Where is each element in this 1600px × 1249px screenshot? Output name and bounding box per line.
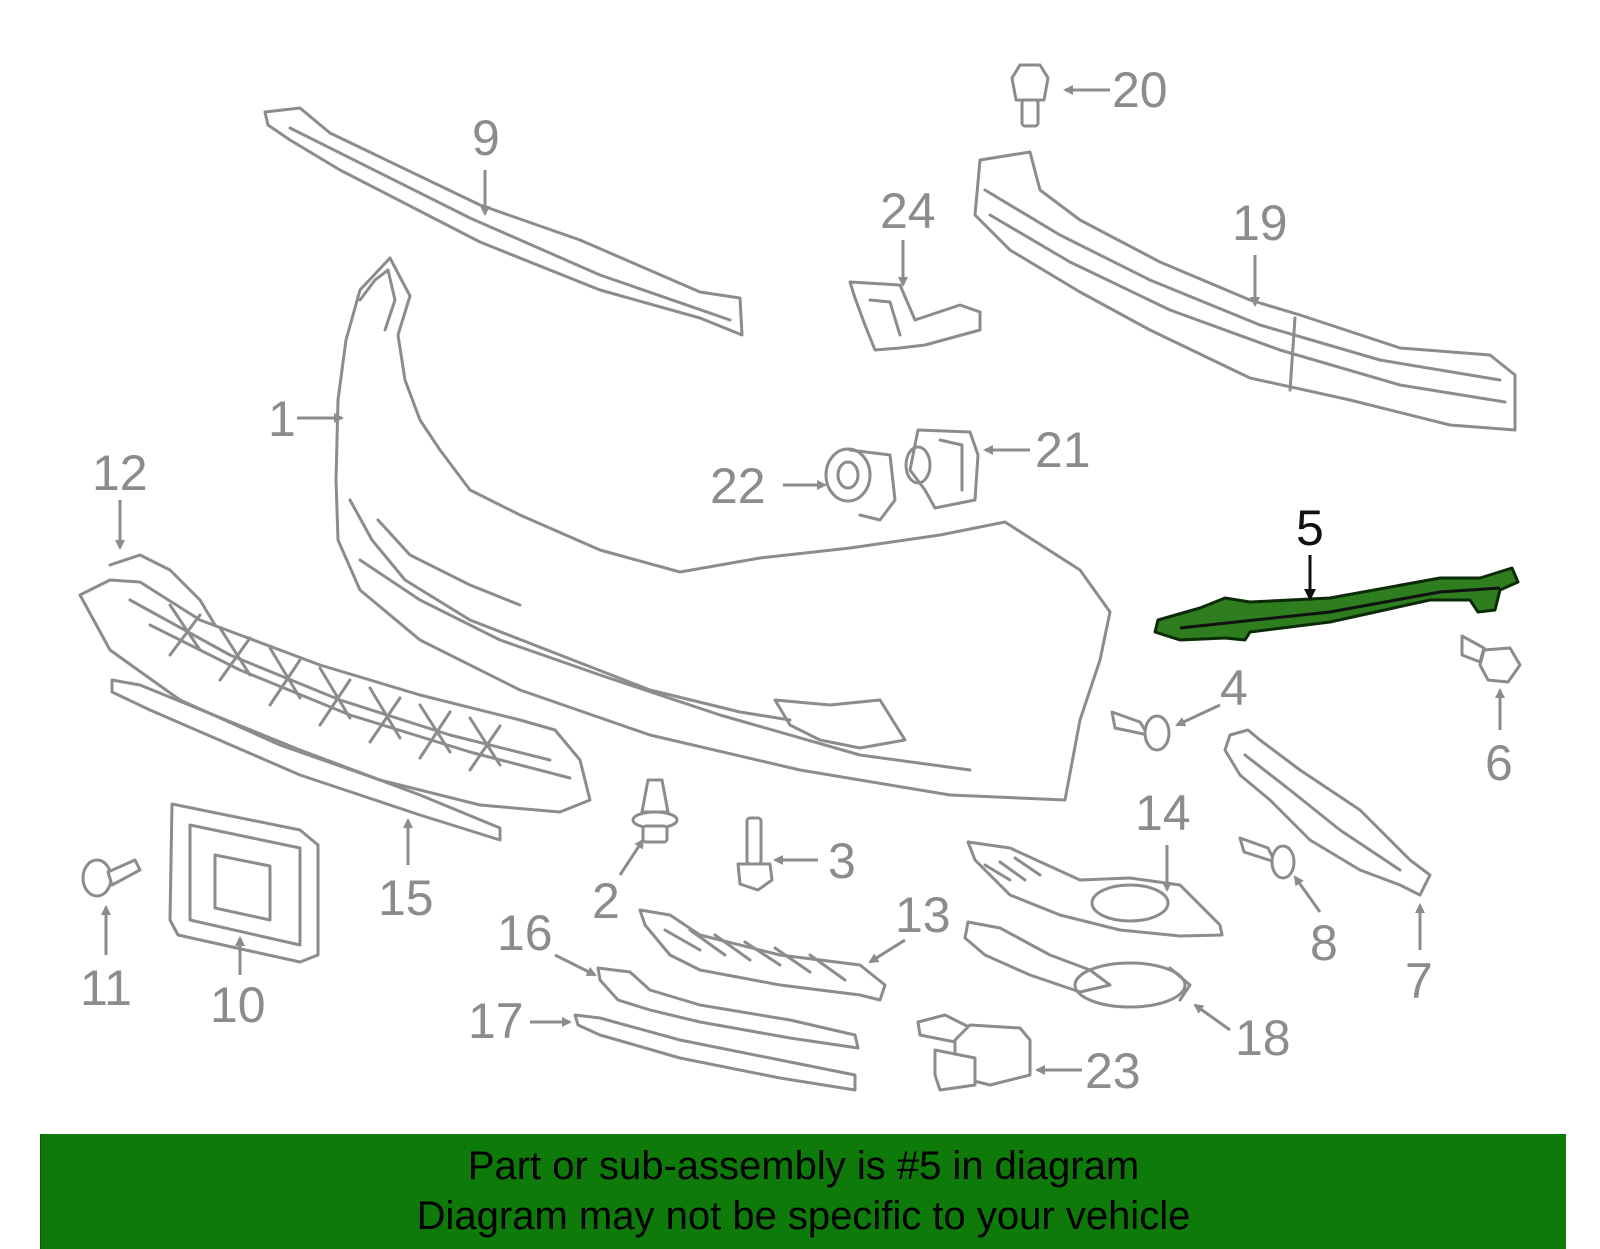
label-22: 22 [710, 458, 766, 514]
part-22-sensor-holder [824, 447, 897, 522]
label-8: 8 [1310, 915, 1338, 971]
part-12-grille [78, 553, 592, 814]
part-4-clip [1110, 710, 1171, 752]
part-23-connector [916, 1013, 1032, 1092]
part-11-clip [81, 858, 142, 898]
part-9-upper-bracket [263, 106, 744, 337]
label-19: 19 [1232, 195, 1288, 251]
label-20: 20 [1112, 62, 1168, 118]
part-3-bolt [736, 816, 774, 892]
part-10-license-plate-bracket [168, 802, 320, 964]
label-16: 16 [497, 905, 553, 961]
leader-lines [101, 85, 1505, 1075]
part-5-bumper-side-bracket [1153, 566, 1520, 642]
label-17: 17 [468, 993, 524, 1049]
part-18-fog-ring [963, 920, 1192, 1009]
part-13-grille-insert [638, 908, 887, 1002]
part-1-bumper-cover [334, 256, 1112, 802]
part-19-reinforcement-beam [973, 150, 1517, 432]
label-23: 23 [1085, 1043, 1141, 1099]
part-2-push-clip [631, 778, 679, 844]
parts-diagram: 9 20 24 19 1 21 22 12 5 4 6 14 3 2 15 13… [78, 62, 1522, 1099]
part-15-lower-molding [110, 678, 502, 842]
label-11: 11 [80, 960, 132, 1016]
label-14: 14 [1135, 785, 1191, 841]
part-20-bolt [1010, 63, 1050, 128]
banner-line-2: Diagram may not be specific to your vehi… [416, 1194, 1191, 1238]
label-7: 7 [1405, 953, 1433, 1009]
label-24: 24 [880, 183, 936, 239]
part-numbers: 9 20 24 19 1 21 22 12 5 4 6 14 3 2 15 13… [80, 62, 1513, 1099]
part-21-parking-sensor [904, 428, 980, 510]
label-10: 10 [210, 977, 266, 1033]
label-9: 9 [472, 110, 500, 166]
label-12: 12 [92, 445, 148, 501]
label-18: 18 [1235, 1010, 1291, 1066]
part-14-fog-garnish [966, 840, 1224, 938]
part-16-molding-strip [596, 966, 860, 1050]
part-6-bolt [1460, 634, 1522, 684]
label-5: 5 [1296, 500, 1324, 556]
part-24-bracket [848, 280, 982, 352]
label-21: 21 [1035, 422, 1091, 478]
part-7-side-bracket [1223, 728, 1432, 897]
label-15: 15 [378, 870, 434, 926]
label-1: 1 [268, 391, 296, 447]
label-4: 4 [1220, 660, 1248, 716]
part-8-clip [1238, 836, 1296, 880]
label-2: 2 [592, 873, 620, 929]
label-6: 6 [1485, 735, 1513, 791]
label-13: 13 [895, 887, 951, 943]
banner-line-1: Part or sub-assembly is #5 in diagram [467, 1144, 1140, 1188]
label-3: 3 [828, 833, 856, 889]
part-17-molding-strip [573, 1013, 857, 1092]
info-banner: Part or sub-assembly is #5 in diagram Di… [40, 1134, 1566, 1249]
